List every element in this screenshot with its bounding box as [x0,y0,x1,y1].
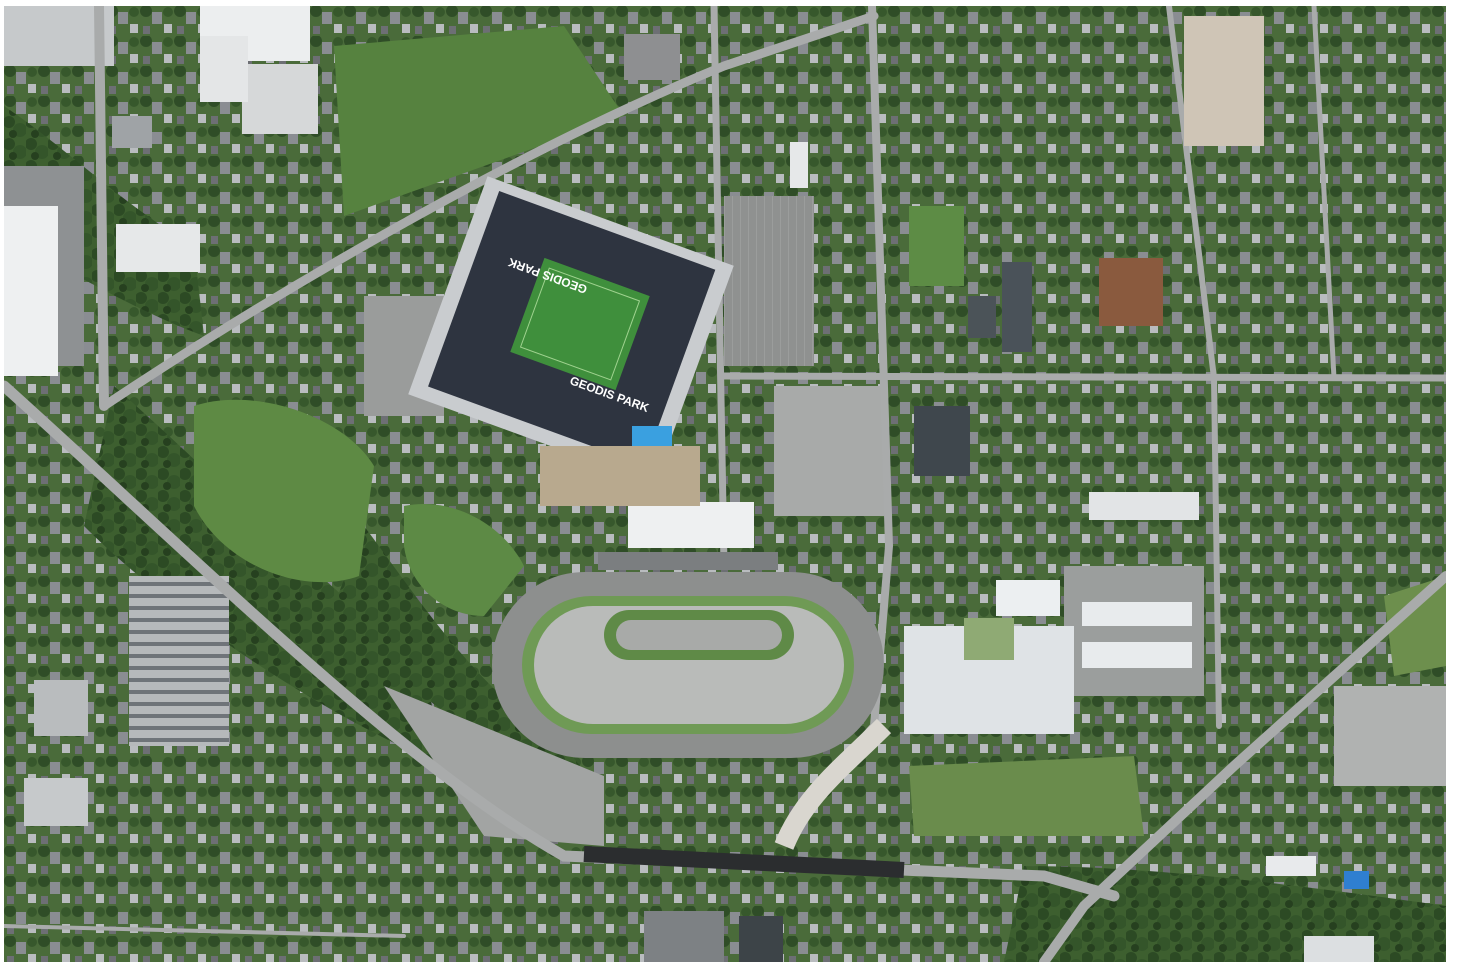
building [968,296,996,338]
neighborhood-south [4,786,624,962]
parking-lot [724,196,814,366]
storage-units [129,576,229,746]
park-lawn [909,206,964,286]
building [116,224,200,272]
building [739,916,783,962]
field [1384,576,1446,676]
warehouse [242,64,318,134]
substation [644,911,724,962]
expo-buildings [904,580,1192,734]
building [1002,262,1032,352]
parking-lot [1064,566,1204,696]
field [334,26,624,216]
building [624,34,680,80]
aerial-photo: GEODIS PARK GEODIS PARK [4,6,1446,962]
grandstand-roof [628,502,754,548]
building [1304,936,1374,962]
tree-belt [84,386,444,766]
field [404,504,524,616]
field [909,756,1144,836]
grandstand [598,552,778,570]
building [112,116,152,148]
blue-tarp [632,426,672,446]
building [1266,856,1316,876]
church [1099,258,1163,326]
parking-lot [384,686,604,846]
parking-lot [774,386,884,516]
stadium [408,176,734,484]
building [790,142,808,188]
big-box-store [4,206,58,376]
building [24,778,88,826]
building [34,680,88,736]
sports-field [194,399,374,583]
road-network [4,6,1446,962]
construction-site [1184,16,1264,146]
truck-yard [1334,686,1446,786]
townhouses [1089,492,1199,520]
ramp [774,718,892,850]
building [914,406,970,476]
new-road [583,846,905,878]
warehouse [200,36,248,102]
speedway [492,572,884,758]
blue-tarp [1344,871,1369,889]
construction-site [540,446,700,506]
